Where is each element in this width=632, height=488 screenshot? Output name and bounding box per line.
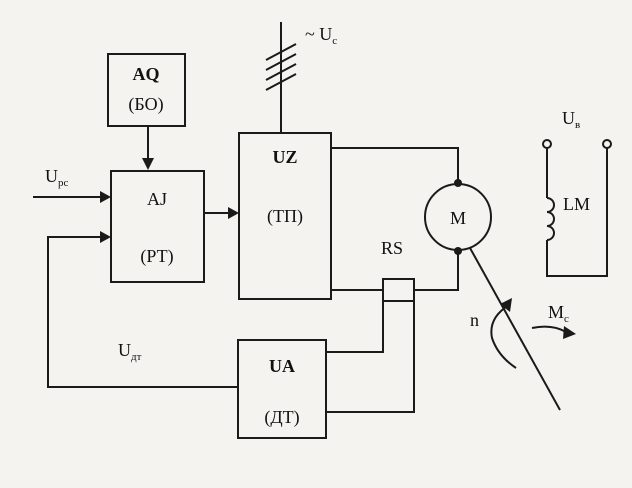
speed-arrowhead — [500, 298, 512, 312]
motor-label: M — [450, 208, 466, 228]
field-winding-coil — [546, 197, 555, 241]
block-uz-name: (ТП) — [267, 206, 303, 227]
reference-voltage-label: Uрс — [45, 166, 69, 189]
block-aq-code: AQ — [133, 64, 160, 84]
block-ua — [237, 339, 327, 439]
field-terminal-right — [602, 139, 612, 149]
shunt-label: RS — [381, 238, 403, 258]
wire-uz-motor-top — [331, 147, 459, 183]
wire-shunt-ua-b — [326, 301, 415, 413]
block-ua-name: (ДТ) — [264, 407, 299, 428]
field-voltage-label: Uв — [562, 108, 580, 131]
arrow-aq-aj — [142, 158, 154, 170]
speed-arc — [490, 304, 517, 369]
block-aj-name: (РТ) — [140, 246, 173, 267]
field-wire-loop — [546, 148, 608, 277]
block-aj-code: AJ — [147, 189, 167, 209]
arrow-aj-uz — [228, 207, 239, 219]
block-aj — [110, 170, 205, 283]
arrow-current-feedback — [100, 231, 111, 243]
wire-current-feedback — [47, 236, 238, 388]
block-uz — [238, 132, 332, 300]
speed-label: n — [470, 310, 479, 330]
block-aq-name: (БО) — [128, 94, 163, 115]
current-feedback-label: Uдт — [118, 340, 142, 363]
supply-bus — [265, 22, 297, 133]
arrow-reference-input — [100, 191, 111, 203]
field-terminal-left — [542, 139, 552, 149]
wire-shunt-ua-a — [326, 301, 384, 353]
field-winding-label: LM — [563, 194, 590, 214]
wire-shunt-motor — [414, 252, 459, 291]
torque-arrowhead — [563, 326, 576, 339]
load-torque-label: Mc — [548, 302, 569, 325]
motor-brush-bottom — [454, 247, 462, 255]
torque-arc — [531, 325, 567, 333]
supply-voltage-label: ~ Uc — [305, 24, 337, 47]
block-ua-code: UA — [269, 356, 295, 376]
motor-brush-top — [454, 179, 462, 187]
motor-shaft — [469, 247, 561, 411]
block-aq — [107, 53, 186, 127]
block-uz-code: UZ — [272, 147, 297, 167]
shunt-resistor — [382, 278, 415, 302]
